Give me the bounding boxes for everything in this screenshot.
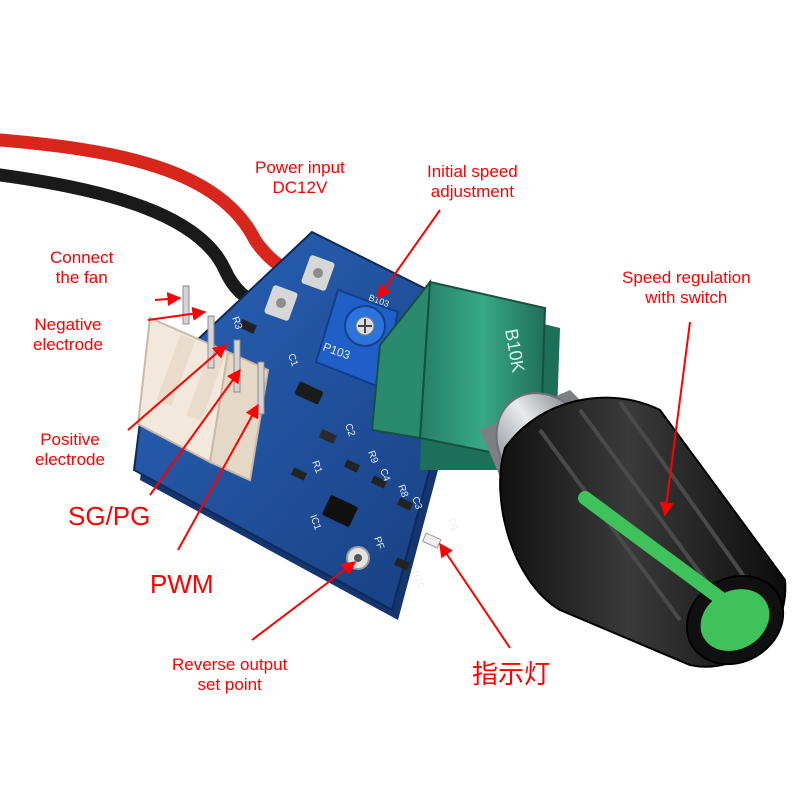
- label-connect-fan-line2: the fan: [55, 267, 108, 287]
- label-power-input-line2: DC12V: [272, 177, 328, 197]
- fan-connector: [136, 285, 270, 482]
- label-reverse-output-line1: Reverse output: [172, 655, 288, 674]
- arrow-reverse-output: [251, 561, 357, 641]
- mark-ic1: IC1: [307, 513, 323, 532]
- label-positive-line1: Positive: [40, 430, 100, 449]
- pin-4: [257, 361, 265, 415]
- label-power-input: Power input DC12V: [255, 158, 345, 197]
- arrow-positive: [127, 344, 228, 431]
- label-negative-line2: electrode: [33, 334, 103, 354]
- label-pwm-text: PWM: [150, 569, 214, 599]
- mark-r3: R3: [229, 315, 244, 331]
- label-power-input-line1: Power input: [255, 158, 345, 177]
- label-initial-speed-line2: adjustment: [430, 181, 514, 201]
- label-speed-regulation-line1: Speed regulation: [622, 268, 751, 287]
- arrow-sg-pg: [149, 368, 241, 496]
- label-sg-pg-text: SG/PG: [68, 501, 151, 531]
- arrow-speed-regulation: [659, 321, 691, 517]
- mark-c2: C2: [342, 422, 357, 438]
- label-connect-fan-line1: Connect: [50, 248, 114, 267]
- label-initial-speed: Initial speed adjustment: [427, 162, 518, 201]
- label-indicator: 指示灯: [472, 659, 551, 690]
- arrow-connect-fan: [154, 292, 182, 306]
- pointer-arrows: [127, 209, 691, 649]
- label-reverse-output: Reverse output set point: [172, 655, 287, 694]
- label-speed-regulation-line2: with switch: [645, 287, 728, 307]
- mark-r1: R1: [309, 459, 324, 475]
- pin-1: [182, 285, 190, 325]
- label-positive-line2: electrode: [35, 449, 105, 469]
- label-indicator-text: 指示灯: [472, 659, 551, 689]
- speed-knob: [499, 396, 787, 668]
- wire-black: [0, 168, 269, 312]
- label-negative-line1: Negative: [34, 315, 102, 334]
- arrow-negative: [147, 306, 207, 321]
- mark-pf: PF: [371, 535, 386, 551]
- mark-r8: R8: [395, 483, 410, 499]
- label-pwm: PWM: [150, 569, 214, 600]
- label-negative-electrode: Negative electrode: [33, 315, 103, 354]
- label-connect-fan: Connect the fan: [50, 248, 113, 287]
- pin-2: [207, 315, 215, 369]
- mark-d1: D1: [445, 517, 460, 533]
- label-positive-electrode: Positive electrode: [35, 430, 105, 469]
- pin-3: [233, 339, 241, 393]
- arrow-indicator: [439, 542, 511, 649]
- indicator-led: [421, 532, 442, 549]
- label-sg-pg: SG/PG: [68, 501, 151, 532]
- mark-c3: C3: [409, 495, 424, 511]
- arrow-pwm: [177, 403, 259, 551]
- mark-r9: R9: [365, 449, 380, 465]
- mark-r10: R10: [409, 569, 426, 590]
- mark-c4: C4: [377, 467, 392, 483]
- mark-c1: C1: [285, 352, 300, 368]
- arrow-initial-speed: [377, 209, 441, 300]
- label-speed-regulation: Speed regulation with switch: [622, 268, 751, 307]
- label-initial-speed-line1: Initial speed: [427, 162, 518, 181]
- label-reverse-output-line2: set point: [197, 674, 262, 694]
